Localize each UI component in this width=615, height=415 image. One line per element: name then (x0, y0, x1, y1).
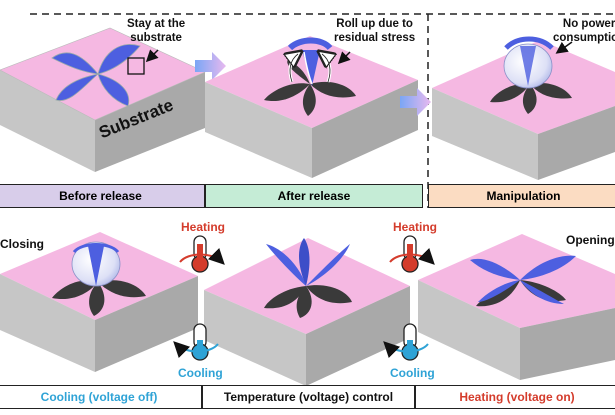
closed-flower (490, 36, 572, 114)
band-before-release: Before release (0, 184, 205, 208)
band-temperature-control: Temperature (voltage) control (202, 385, 415, 409)
heating-arrow-1 (179, 247, 225, 265)
band-manipulation: Manipulation (428, 184, 615, 208)
process-arrow-2 (400, 88, 431, 116)
cooling-thermometer-1 (191, 323, 209, 361)
band-cooling: Cooling (voltage off) (0, 385, 202, 409)
roll-arrow (337, 51, 351, 65)
substrate-block-6 (418, 234, 615, 380)
open-flower (470, 255, 576, 307)
closing-flower (52, 241, 146, 316)
flat-flower (51, 44, 141, 107)
cooling-thermometer-2 (401, 323, 419, 361)
heating-label-2: Heating (393, 220, 438, 234)
process-arrow-1 (195, 52, 226, 80)
opening-label: Opening (566, 233, 615, 247)
heating-arrow-2 (389, 247, 435, 265)
no-power-arrow (555, 41, 573, 54)
stay-label: Stay at the substrate (127, 18, 186, 44)
no-power-label: No power consumption (553, 18, 615, 44)
stay-arrow (145, 49, 159, 63)
half-open-flower (264, 238, 352, 318)
heating-label-1: Heating (181, 220, 226, 234)
cooling-arrow-2 (383, 341, 429, 359)
rolled-flower (264, 37, 356, 116)
cooling-label-1: Cooling (178, 366, 223, 380)
band-heating: Heating (voltage on) (415, 385, 615, 409)
substrate-block-1 (0, 27, 206, 172)
zoom-box (127, 57, 145, 75)
closing-label: Closing (0, 237, 44, 251)
cooling-arrow-1 (173, 341, 219, 359)
band-after-release: After release (205, 184, 423, 208)
roll-label: Roll up due to residual stress (334, 18, 416, 44)
cooling-label-2: Cooling (390, 366, 435, 380)
